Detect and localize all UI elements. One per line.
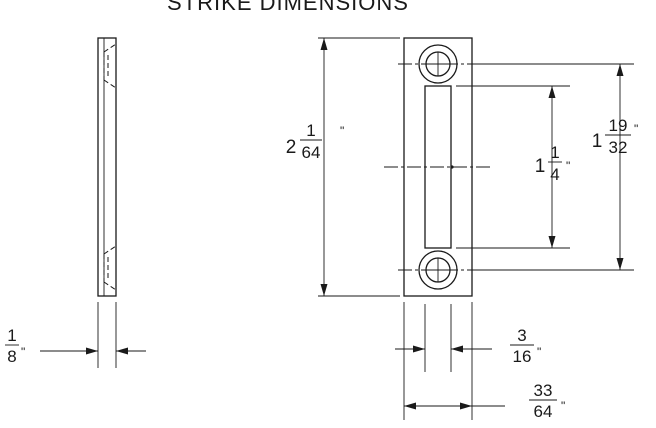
slot-width-denominator: 16 — [513, 347, 532, 366]
drawing-title: STRIKE DIMENSIONS — [167, 0, 409, 15]
slot-width-numerator: 3 — [517, 326, 526, 345]
width-denominator: 64 — [534, 402, 553, 421]
side-view — [97, 37, 117, 297]
slot-numerator: 1 — [550, 143, 559, 162]
slot-length-dimension: 1 1 4 " — [456, 85, 570, 249]
slot-denominator: 4 — [550, 165, 559, 184]
slot-unit: " — [566, 159, 570, 173]
spacing-whole: 1 — [592, 131, 603, 152]
thickness-dimension: 1 8 " — [5, 302, 146, 368]
thickness-numerator: 1 — [7, 326, 16, 345]
side-view-outline — [97, 37, 117, 297]
spacing-denominator: 32 — [609, 138, 628, 157]
height-denominator: 64 — [302, 143, 321, 162]
thickness-denominator: 8 — [7, 347, 16, 366]
top-countersink-hidden — [103, 43, 117, 53]
hole-spacing-dimension: 1 19 32 " — [478, 63, 638, 271]
bottom-countersink-hidden — [103, 245, 117, 255]
width-unit: " — [561, 399, 565, 413]
thickness-unit: " — [21, 345, 25, 359]
overall-width-dimension: 33 64 " — [403, 302, 565, 421]
front-view — [384, 37, 492, 297]
slot-width-unit: " — [537, 345, 541, 359]
spacing-numerator: 19 — [609, 116, 628, 135]
height-unit: " — [340, 124, 344, 138]
width-numerator: 33 — [534, 381, 553, 400]
slot-width-dimension: 3 16 " — [395, 304, 541, 372]
spacing-unit: " — [634, 122, 638, 136]
height-numerator: 1 — [306, 121, 315, 140]
slot-whole: 1 — [535, 156, 546, 177]
height-whole: 2 — [286, 137, 297, 158]
overall-height-dimension: 2 1 64 " — [286, 37, 400, 297]
